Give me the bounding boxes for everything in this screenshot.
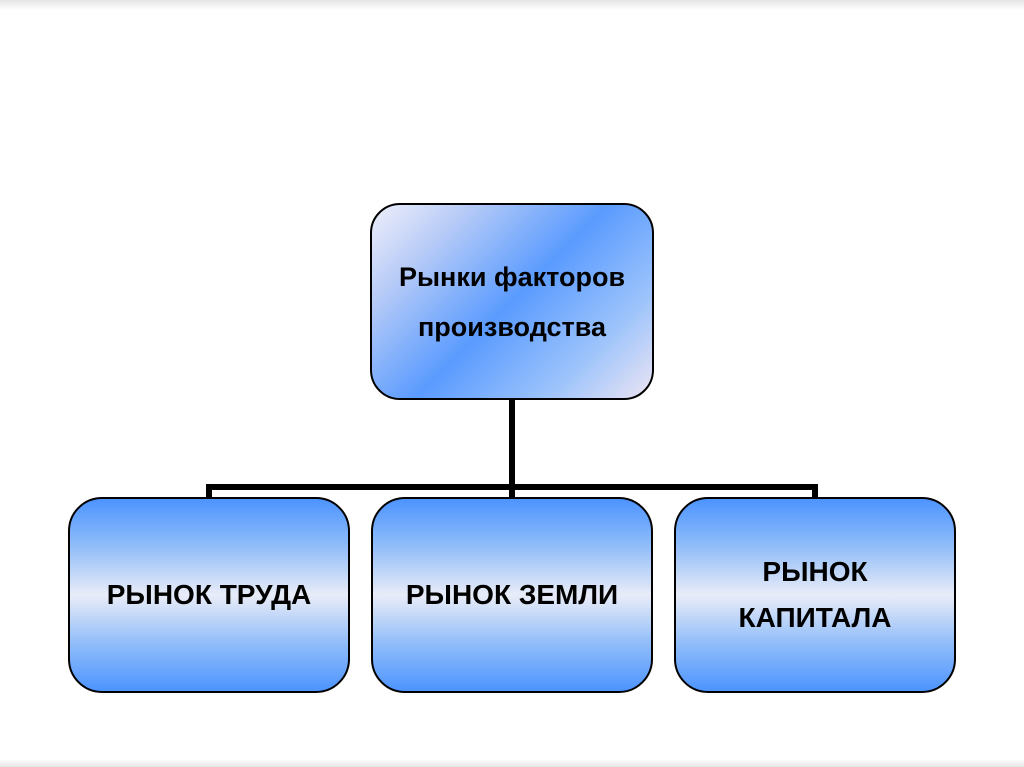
child-node-capital-market: РЫНОК КАПИТАЛА (674, 497, 956, 693)
land-market-label: РЫНОК ЗЕМЛИ (405, 579, 619, 610)
capital-market-label: РЫНОК КАПИТАЛА (738, 556, 892, 633)
root-node-label: Рынки факторов производства (398, 261, 626, 342)
child-node-labor-market: РЫНОК ТРУДА (68, 497, 350, 693)
slide-top-shadow (0, 0, 1024, 10)
child-node-land-market: РЫНОК ЗЕМЛИ (371, 497, 653, 693)
labor-market-label: РЫНОК ТРУДА (106, 579, 312, 610)
slide-bottom-shadow (0, 759, 1024, 767)
root-node-factor-markets: Рынки факторов производства (370, 203, 654, 400)
